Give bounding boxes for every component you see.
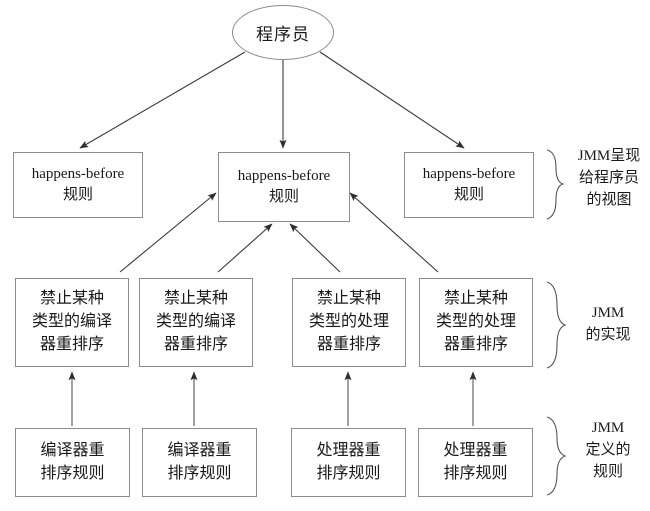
node-compiler-reorder-rule-1[interactable]: 编译器重 排序规则 (15, 428, 130, 497)
node-ban-compiler-1[interactable]: 禁止某种 类型的编译 器重排序 (15, 278, 129, 367)
node-ban-processor-2-line3: 器重排序 (443, 335, 508, 353)
node-hb-rule-2-line1: happens-before (237, 167, 331, 184)
node-processor-reorder-rule-2-line2: 排序规则 (443, 464, 508, 482)
group-label-impl-line1: JMM (591, 305, 625, 321)
node-hb-rule-3[interactable]: happens-before 规则 (404, 152, 534, 218)
node-programmer-label: 程序员 (256, 25, 310, 44)
group-label-impl: JMM 的实现 (572, 303, 644, 347)
node-compiler-reorder-rule-2[interactable]: 编译器重 排序规则 (142, 428, 257, 497)
group-label-rules-line3: 规则 (592, 463, 623, 480)
node-programmer[interactable]: 程序员 (232, 5, 334, 60)
edge-ban2-to-hb2 (217, 223, 273, 273)
node-ban-compiler-1-line3: 器重排序 (39, 335, 104, 353)
node-ban-compiler-2-line1: 禁止某种 (163, 290, 228, 308)
brace-rules (546, 416, 567, 496)
node-hb-rule-1[interactable]: happens-before 规则 (13, 152, 143, 218)
node-ban-processor-2-line2: 类型的处理 (435, 313, 516, 331)
edge-programmer-to-hb3 (319, 51, 465, 149)
group-label-view-line1: JMM呈现 (577, 148, 641, 164)
group-label-view-line3: 的视图 (586, 191, 632, 208)
node-processor-reorder-rule-1[interactable]: 处理器重 排序规则 (291, 428, 406, 497)
edge-ban3-to-hb2 (289, 223, 341, 273)
node-processor-reorder-rule-2[interactable]: 处理器重 排序规则 (418, 428, 533, 497)
node-hb-rule-3-line2: 规则 (453, 187, 484, 203)
edge-ban4-to-hb2 (349, 192, 439, 273)
node-ban-compiler-2-line2: 类型的编译 (155, 313, 236, 331)
node-hb-rule-1-line1: happens-before (31, 165, 125, 182)
node-ban-processor-1-line3: 器重排序 (316, 335, 381, 353)
node-hb-rule-2[interactable]: happens-before 规则 (218, 152, 350, 222)
edge-ban1-to-hb2 (119, 192, 217, 273)
node-ban-processor-1-line2: 类型的处理 (308, 313, 389, 331)
node-ban-processor-2-line1: 禁止某种 (443, 290, 508, 308)
node-compiler-reorder-rule-2-line1: 编译器重 (167, 441, 232, 459)
node-compiler-reorder-rule-1-line1: 编译器重 (40, 441, 105, 459)
node-ban-processor-2[interactable]: 禁止某种 类型的处理 器重排序 (419, 278, 533, 367)
node-processor-reorder-rule-2-line1: 处理器重 (443, 441, 508, 459)
node-hb-rule-2-line2: 规则 (268, 189, 299, 205)
group-label-rules-line1: JMM (591, 420, 625, 436)
group-label-view: JMM呈现 给程序员 的视图 (570, 146, 648, 211)
node-hb-rule-1-line2: 规则 (62, 187, 93, 203)
node-compiler-reorder-rule-2-line2: 排序规则 (167, 464, 232, 482)
group-label-rules: JMM 定义的 规则 (572, 418, 644, 483)
node-processor-reorder-rule-1-line1: 处理器重 (316, 441, 381, 459)
group-label-view-line2: 给程序员 (578, 169, 639, 186)
brace-impl (546, 281, 567, 369)
edge-programmer-to-hb1 (79, 51, 246, 149)
node-ban-compiler-1-line2: 类型的编译 (31, 313, 112, 331)
node-ban-processor-1-line1: 禁止某种 (316, 290, 381, 308)
brace-view (546, 149, 565, 220)
group-label-impl-line2: 的实现 (585, 326, 631, 343)
node-ban-compiler-1-line1: 禁止某种 (39, 290, 104, 308)
node-hb-rule-3-line1: happens-before (422, 165, 516, 182)
node-ban-compiler-2[interactable]: 禁止某种 类型的编译 器重排序 (139, 278, 253, 367)
node-ban-processor-1[interactable]: 禁止某种 类型的处理 器重排序 (292, 278, 406, 367)
node-ban-compiler-2-line3: 器重排序 (163, 335, 228, 353)
node-compiler-reorder-rule-1-line2: 排序规则 (40, 464, 105, 482)
node-processor-reorder-rule-1-line2: 排序规则 (316, 464, 381, 482)
group-label-rules-line2: 定义的 (585, 441, 631, 458)
